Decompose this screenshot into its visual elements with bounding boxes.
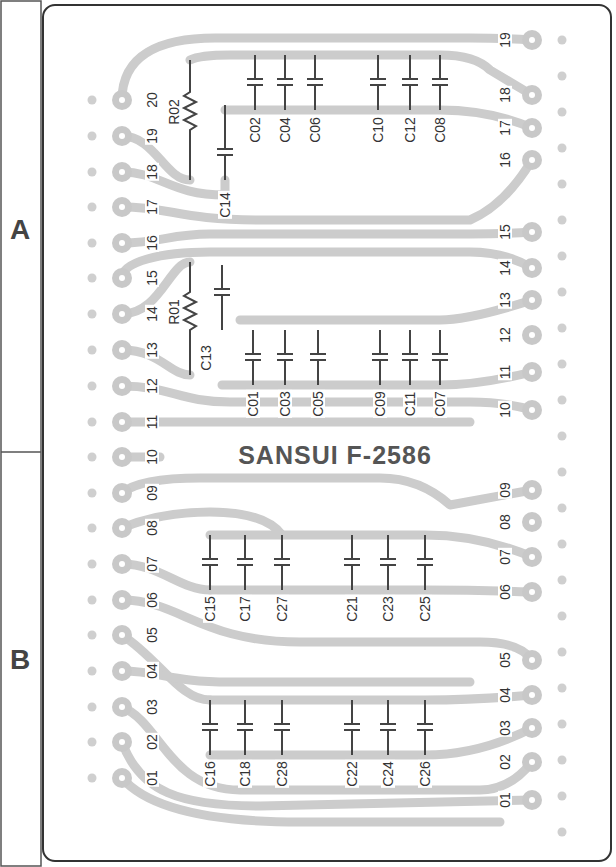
pin-number: 06: [145, 591, 159, 609]
pin-number: 18: [145, 163, 159, 181]
part-name: C25: [418, 595, 432, 623]
pin-number: 16: [145, 234, 159, 252]
pin-number: 17: [145, 198, 159, 216]
pin-number: 01: [498, 791, 512, 809]
pin-number: 03: [145, 698, 159, 716]
pin-number: 07: [145, 555, 159, 573]
part-name: C13: [199, 344, 213, 372]
pin-number: 15: [498, 223, 512, 241]
pin-number: 11: [498, 364, 512, 381]
pin-number: 17: [498, 119, 512, 137]
part-name: C22: [345, 760, 359, 788]
pin-number: 09: [498, 481, 512, 499]
pin-number: 18: [498, 86, 512, 104]
pin-number: 06: [498, 583, 512, 601]
pin-number: 08: [498, 513, 512, 531]
part-name: C08: [433, 116, 447, 144]
part-name: C01: [246, 390, 260, 418]
pin-number: 09: [145, 484, 159, 502]
pin-number: 11: [145, 414, 159, 431]
pin-number: 04: [498, 686, 512, 704]
part-name: C17: [238, 595, 252, 623]
part-name: C09: [373, 390, 387, 418]
part-name: C24: [381, 760, 395, 788]
part-name: R01: [167, 298, 181, 326]
pin-number: 19: [145, 127, 159, 145]
section-letter: B: [10, 646, 30, 674]
pin-number: 05: [145, 626, 159, 644]
pin-number: 19: [498, 31, 512, 49]
pin-number: 13: [498, 291, 512, 309]
part-name: C16: [203, 760, 217, 788]
part-name: C21: [345, 595, 359, 623]
pin-number: 03: [498, 719, 512, 737]
pin-number: 14: [145, 305, 159, 323]
part-name: C04: [278, 116, 292, 144]
part-name: C05: [311, 390, 325, 418]
part-name: C10: [371, 116, 385, 144]
part-name: C15: [203, 595, 217, 623]
pin-number: 13: [145, 341, 159, 359]
pin-number: 12: [498, 326, 512, 344]
pin-number: 20: [145, 91, 159, 109]
section-letter: A: [10, 216, 30, 244]
pin-number: 02: [145, 733, 159, 751]
pin-number: 15: [145, 269, 159, 287]
board-marking: SANSUI F-2586: [235, 443, 435, 468]
pin-number: 16: [498, 151, 512, 169]
part-name: R02: [167, 98, 181, 126]
pin-number: 14: [498, 259, 512, 277]
part-name: C07: [433, 390, 447, 418]
pin-number: 02: [498, 753, 512, 771]
pin-number: 12: [145, 377, 159, 395]
part-name: C18: [238, 760, 252, 788]
part-name: C06: [308, 116, 322, 144]
part-name: C02: [248, 116, 262, 144]
pin-number: 05: [498, 651, 512, 669]
pin-number: 10: [145, 448, 159, 466]
part-name: C03: [278, 390, 292, 418]
part-name: C28: [275, 760, 289, 788]
part-name: C26: [418, 760, 432, 788]
pin-number: 04: [145, 662, 159, 680]
part-name: C12: [403, 116, 417, 144]
pin-number: 07: [498, 548, 512, 566]
pin-number: 01: [145, 769, 159, 787]
part-name: C14: [218, 191, 232, 219]
part-name: C11: [403, 391, 417, 418]
pin-number: 10: [498, 401, 512, 419]
pin-number: 08: [145, 519, 159, 537]
part-name: C27: [275, 595, 289, 623]
part-name: C23: [381, 595, 395, 623]
